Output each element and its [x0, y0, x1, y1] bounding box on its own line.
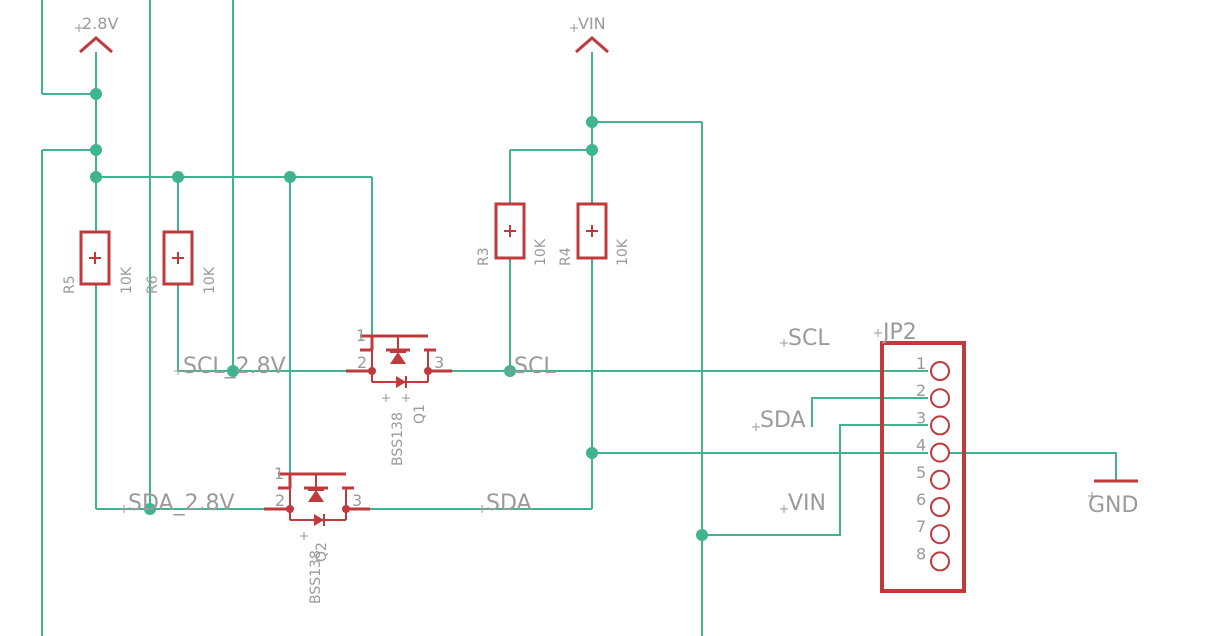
q2-pin-drain: 3	[352, 491, 362, 510]
supply-2v8: 2.8V	[75, 14, 118, 54]
net-label-connector-sda: SDA	[760, 408, 806, 433]
connector-pad-icon	[930, 361, 950, 381]
q2-name: Q2	[314, 542, 330, 562]
q1-pin-source: 2	[357, 353, 367, 372]
r6-value: 10K	[202, 266, 218, 294]
supply-vin: VIN	[570, 14, 609, 54]
r6-name: R6	[145, 275, 161, 294]
supply-vin-label: VIN	[578, 14, 606, 33]
r5-value: 10K	[119, 266, 135, 294]
connector-pad-icon	[930, 524, 950, 545]
q1-part: BSS138	[390, 412, 406, 466]
connector-pad-icon	[930, 388, 950, 409]
q2-pin-source: 2	[275, 491, 285, 510]
resistor-r3: R3 10K	[476, 202, 549, 266]
junction-dot	[90, 144, 102, 156]
q2-part: BSS138	[308, 550, 324, 604]
r4-value: 10K	[615, 238, 631, 266]
mosfet-arrow-icon	[390, 352, 406, 364]
junction-dot	[90, 171, 102, 183]
net-label-sda: SDA	[486, 491, 532, 516]
wire	[950, 452, 1117, 480]
connector-pin-number: 5	[916, 463, 926, 482]
mosfet-q2: 1 2 3 BSS138 Q2	[264, 464, 370, 604]
mosfet-q1: 1 2 3 BSS138 Q1	[346, 326, 452, 466]
junction-dot	[90, 88, 102, 100]
junction-dot	[586, 447, 598, 459]
gnd-label: GND	[1088, 493, 1138, 518]
connector-pin-number: 6	[916, 490, 926, 509]
connector-pad-icon	[930, 469, 950, 490]
connector-jp2: JP2 1 2 3 4 5 6 7 8	[874, 320, 966, 593]
supply-arrow-icon	[575, 36, 609, 54]
connector-name: JP2	[881, 320, 917, 345]
resistor-r6: R6 10K	[145, 230, 218, 294]
connector-pad-icon	[930, 497, 950, 517]
net-label-sda-2v8: SDA_2.8V	[128, 491, 235, 516]
supply-arrow-icon	[79, 36, 113, 54]
r3-name: R3	[476, 247, 492, 266]
wires	[41, 0, 1117, 636]
connector-body	[880, 341, 966, 593]
connector-pin-number: 3	[916, 408, 926, 427]
connector-pin-number: 2	[916, 381, 926, 400]
wire	[702, 424, 928, 536]
junction-dot	[284, 171, 296, 183]
junction-dot	[696, 529, 708, 541]
resistor-body	[576, 202, 608, 260]
net-label-connector-vin: VIN	[788, 491, 826, 516]
supply-2v8-label: 2.8V	[82, 14, 118, 33]
net-label-scl-2v8: SCL_2.8V	[183, 354, 286, 379]
q1-pin-drain: 3	[434, 353, 444, 372]
q1-pin-gate: 1	[356, 326, 366, 345]
resistor-r4: R4 10K	[558, 202, 631, 266]
resistor-r5: R5 10K	[62, 230, 135, 294]
junction-dot	[172, 171, 184, 183]
junctions	[90, 88, 708, 541]
junction-dot	[227, 365, 239, 377]
r3-value: 10K	[533, 238, 549, 266]
connector-pin-number: 1	[916, 354, 926, 373]
q2-pin-gate: 1	[274, 464, 284, 483]
wire	[811, 397, 928, 427]
r5-name: R5	[62, 275, 78, 294]
junction-dot	[586, 144, 598, 156]
net-label-connector-scl: SCL	[788, 326, 830, 351]
resistor-body	[162, 230, 194, 286]
connector-pin-number: 8	[916, 544, 926, 563]
body-diode-icon	[314, 514, 324, 526]
supply-gnd: GND	[1088, 479, 1138, 518]
junction-dot	[144, 503, 156, 515]
connector-pad-icon	[930, 415, 950, 436]
mosfet-arrow-icon	[308, 490, 324, 502]
connector-pin-number: 7	[916, 517, 926, 536]
resistor-body	[494, 202, 526, 260]
net-label-scl: SCL	[514, 354, 556, 379]
q1-name: Q1	[412, 404, 428, 424]
net-labels: SCL_2.8V SDA_2.8V SCL SDA SCL SDA VIN	[120, 326, 830, 516]
body-diode-icon	[396, 376, 406, 388]
connector-pad-icon	[930, 551, 950, 572]
junction-dot	[586, 116, 598, 128]
connector-pin-number: 4	[916, 436, 926, 455]
r4-name: R4	[558, 247, 574, 266]
resistor-body	[79, 230, 111, 286]
connector-pad-icon	[930, 442, 950, 463]
